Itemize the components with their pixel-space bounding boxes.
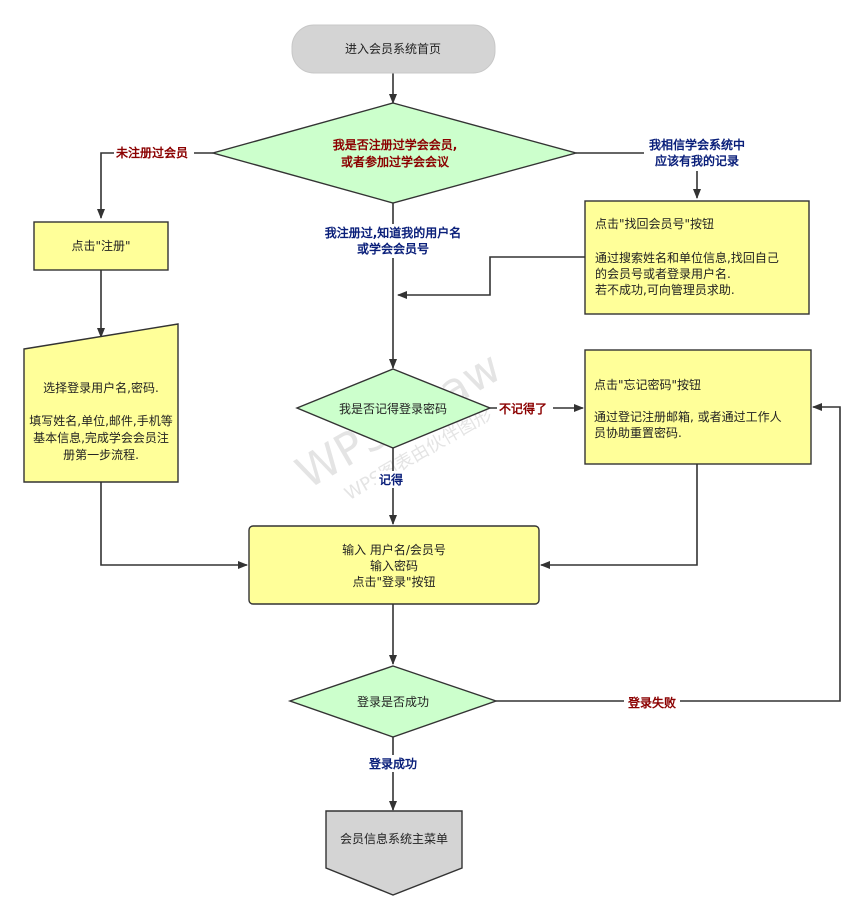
question-success-label: 登录是否成功	[357, 694, 429, 709]
end-label: 会员信息系统主菜单	[340, 831, 448, 846]
label-bg-should-have-record	[644, 137, 750, 171]
find-id-node: 点击"找回会员号"按钮 通过搜索姓名和单位信息,找回自己 的会员号或者登录用户名…	[584, 200, 810, 315]
register-form-node: 选择登录用户名,密码. 填写姓名,单位,邮件,手机等 基本信息,完成学会会员注 …	[23, 323, 179, 483]
label-should-have-record-1: 我相信学会系统中	[649, 137, 745, 152]
label-registered-1: 我注册过,知道我的用户名	[325, 225, 462, 240]
question-member-node: 我是否注册过学会会员, 或者参加过学会会议	[210, 102, 579, 204]
edge-form-to-login	[100, 482, 248, 569]
login-line-1: 输入 用户名/会员号	[342, 542, 446, 557]
login-line-3: 点击"登录"按钮	[352, 574, 435, 589]
question-member-line-1: 我是否注册过学会会员,	[333, 137, 458, 152]
forgot-password-node: 点击"忘记密码"按钮 通过登记注册邮箱, 或者通过工作人 员协助重置密码.	[584, 349, 812, 465]
register-shape	[33, 221, 169, 271]
register-form-shape	[23, 323, 179, 483]
edge-forgot-to-login	[540, 464, 698, 569]
edge-find-id-return	[397, 256, 585, 299]
label-forgot-password: 不记得了	[499, 401, 547, 416]
label-bg-registered	[316, 224, 470, 258]
end-shape	[325, 810, 463, 896]
register-form-line-1: 选择登录用户名,密码.	[43, 380, 159, 395]
label-bg-not-registered	[114, 144, 194, 161]
question-password-shape	[295, 368, 492, 449]
register-node: 点击"注册"	[33, 221, 169, 271]
label-bg-login-ok	[364, 755, 422, 772]
label-bg-login-fail	[624, 694, 680, 711]
forgot-line-1: 点击"忘记密码"按钮	[594, 377, 701, 392]
label-login-ok: 登录成功	[368, 756, 417, 771]
label-should-have-record-2: 应该有我的记录	[655, 153, 739, 168]
question-member-line-2: 或者参加过学会会议	[341, 154, 450, 169]
forgot-line-4: 员协助重置密码.	[594, 425, 682, 440]
label-remember: 记得	[379, 472, 403, 487]
label-bg-remember	[376, 471, 406, 488]
find-id-line-4: 的会员号或者登录用户名.	[595, 266, 731, 281]
question-password-label: 我是否记得登录密码	[339, 401, 447, 416]
register-form-line-3: 填写姓名,单位,邮件,手机等	[29, 413, 172, 428]
label-bg-forgot-password	[497, 400, 553, 417]
forgot-line-3: 通过登记注册邮箱, 或者通过工作人	[594, 409, 782, 424]
label-registered-2: 或学会会员号	[357, 241, 429, 256]
find-id-line-3: 通过搜索姓名和单位信息,找回自己	[595, 250, 779, 265]
start-shape	[291, 24, 496, 74]
question-success-shape	[287, 665, 499, 738]
find-id-line-5: 若不成功,可向管理员求助.	[595, 282, 735, 297]
login-node: 输入 用户名/会员号 输入密码 点击"登录"按钮	[248, 525, 540, 605]
start-node: 进入会员系统首页	[291, 24, 496, 74]
edge-not-registered	[97, 152, 213, 219]
register-form-line-5: 册第一步流程.	[63, 447, 139, 462]
question-success-node: 登录是否成功	[287, 665, 499, 738]
label-not-registered: 未注册过会员	[115, 145, 188, 160]
forgot-password-shape	[584, 349, 812, 465]
find-id-line-1: 点击"找回会员号"按钮	[595, 216, 714, 231]
label-login-fail: 登录失败	[627, 695, 676, 710]
register-label: 点击"注册"	[71, 238, 130, 253]
question-member-shape	[210, 102, 579, 204]
start-label: 进入会员系统首页	[345, 42, 441, 56]
login-shape	[248, 525, 540, 605]
login-line-2: 输入密码	[370, 558, 418, 573]
register-form-line-4: 基本信息,完成学会会员注	[33, 430, 169, 445]
find-id-shape	[584, 200, 810, 315]
edge-labels: 未注册过会员 我相信学会系统中 应该有我的记录 我注册过,知道我的用户名 或学会…	[114, 137, 750, 772]
question-password-node: 我是否记得登录密码	[295, 368, 492, 449]
end-node: 会员信息系统主菜单	[325, 810, 463, 896]
